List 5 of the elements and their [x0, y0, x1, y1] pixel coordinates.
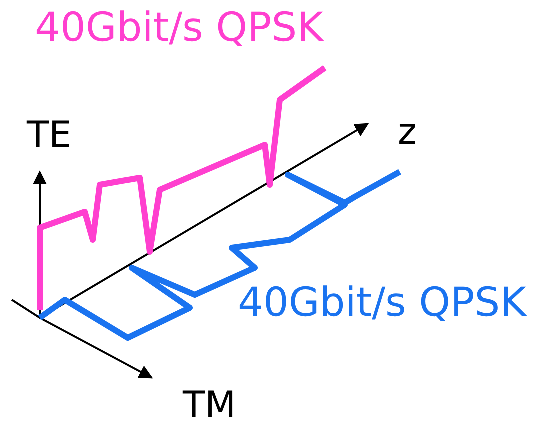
axis-label: TM: [183, 388, 236, 424]
axis-label: TE: [27, 118, 72, 154]
signal-label: 40Gbit/s QPSK: [35, 8, 324, 48]
axis-label: z: [398, 115, 417, 151]
signal-label: 40Gbit/s QPSK: [238, 283, 526, 323]
